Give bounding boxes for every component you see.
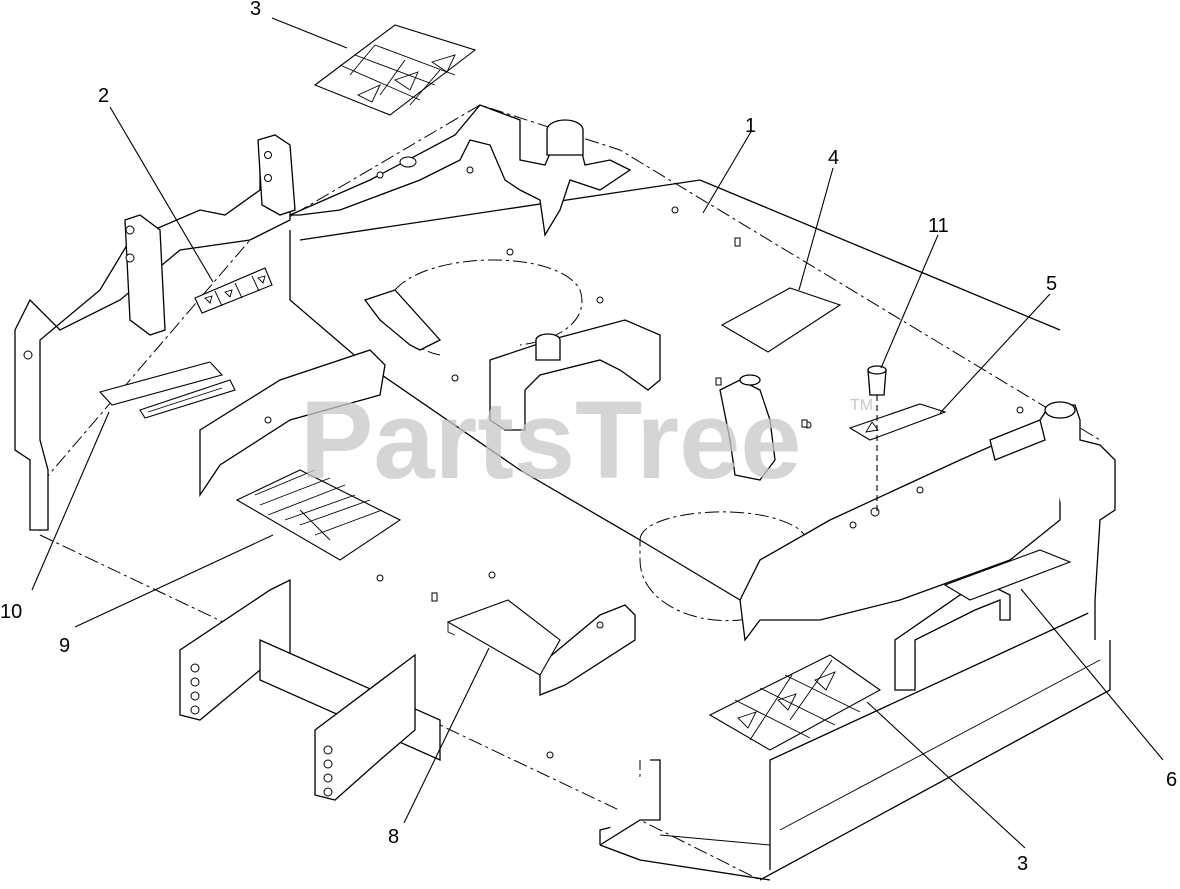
front-left-bracket: [179, 578, 441, 801]
rear-baffle: [289, 104, 632, 237]
decal-9: [235, 469, 402, 561]
callout-6: 6: [1166, 769, 1177, 791]
mounting-holes: [376, 166, 1024, 759]
callout-11: 11: [928, 215, 949, 237]
callout-5: 5: [1046, 273, 1057, 295]
left-deflector: [199, 349, 386, 498]
callout-1: 1: [745, 115, 756, 137]
decal-4: [720, 287, 842, 353]
callout-3-top: 3: [250, 0, 261, 20]
callout-2: 2: [98, 85, 109, 107]
left-spindle-area: [363, 259, 661, 431]
part-11-fitting: [867, 365, 887, 515]
watermark-brand: PartsTree: [300, 379, 801, 502]
callout-9: 9: [59, 635, 70, 657]
callout-10: 10: [0, 601, 22, 623]
decal-5: [848, 403, 947, 441]
deck-outline: [39, 104, 1111, 881]
decal-10: [98, 361, 236, 419]
left-side-plate: [14, 134, 296, 531]
front-edge-bracket: [599, 759, 661, 846]
watermark: PartsTree TM: [300, 379, 873, 502]
watermark-trademark: TM: [850, 397, 873, 414]
decal-3-bottom: [708, 654, 882, 751]
decal-8: [446, 599, 561, 676]
decal-3-top: [313, 24, 477, 116]
front-center-bracket: [539, 604, 636, 696]
callout-8: 8: [388, 826, 399, 848]
decal-6: [943, 549, 1072, 601]
callout-3-bottom: 3: [1017, 853, 1028, 875]
right-spindle-area: [639, 374, 1116, 642]
front-handle: [894, 584, 1011, 691]
decal-2: [194, 267, 273, 314]
callout-4: 4: [828, 147, 839, 169]
leader-lines: [31, 17, 1164, 849]
